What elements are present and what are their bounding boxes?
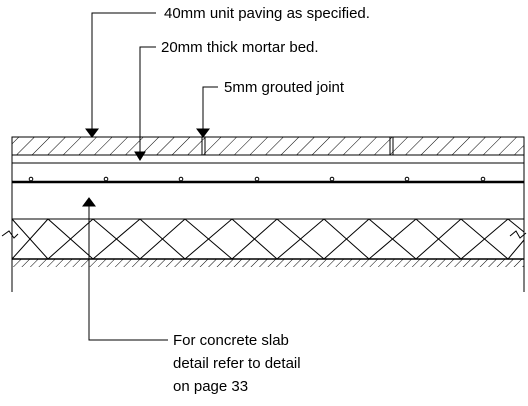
leader-paving: [85, 12, 156, 138]
leader-mortar: [134, 46, 156, 161]
leader-joint: [196, 86, 218, 138]
break-lines: [1, 230, 527, 239]
mortar-bed-label: 20mm thick mortar bed.: [161, 39, 319, 56]
grouted-joint-label: 5mm grouted joint: [224, 79, 345, 96]
concrete-slab-layer: [11, 162, 525, 220]
slab-note-line-1: For concrete slab: [173, 332, 289, 349]
slab-note-line-3: on page 33: [173, 378, 248, 395]
leader-slab: [82, 197, 168, 341]
mortar-bed-layer: [11, 155, 525, 164]
slab-note-line-2: detail refer to detail: [173, 355, 301, 372]
paving-layer: [11, 136, 525, 156]
paving-label: 40mm unit paving as specified.: [164, 5, 370, 22]
ground-layer: [11, 219, 525, 292]
reinforcement-bars: [28, 176, 486, 182]
